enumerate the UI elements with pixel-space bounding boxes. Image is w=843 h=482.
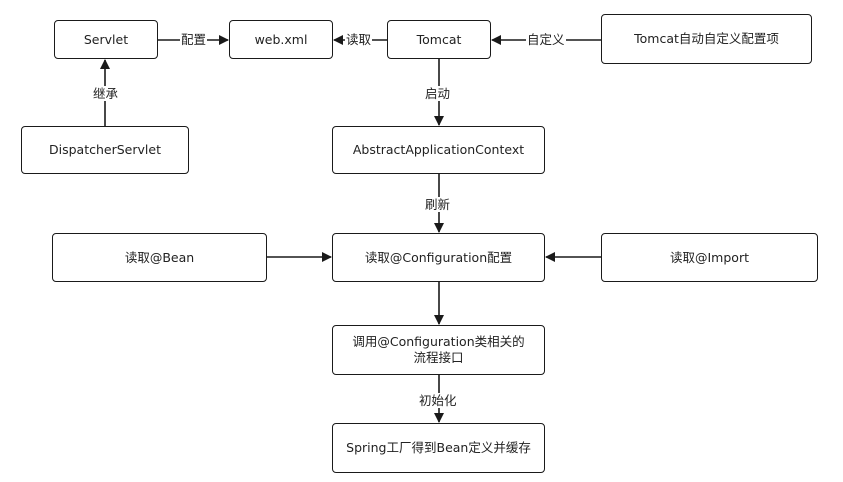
- node-tomcat: Tomcat: [387, 20, 491, 59]
- node-read-import-label: 读取@Import: [670, 249, 749, 265]
- node-read-configuration: 读取@Configuration配置: [332, 233, 545, 282]
- edge-label-inherit: 继承: [92, 86, 120, 101]
- node-spring-factory-label: Spring工厂得到Bean定义并缓存: [346, 440, 531, 455]
- edge-label-custom: 自定义: [526, 32, 566, 47]
- node-dispatcher-servlet-label: DispatcherServlet: [49, 142, 161, 157]
- edge-label-read: 读取: [345, 32, 373, 47]
- node-read-import: 读取@Import: [601, 233, 818, 282]
- node-dispatcher-servlet: DispatcherServlet: [21, 126, 189, 174]
- node-web-xml: web.xml: [229, 20, 333, 59]
- node-invoke-label-line2: 流程接口: [413, 350, 464, 365]
- edge-label-refresh: 刷新: [424, 197, 452, 212]
- node-tomcat-label: Tomcat: [416, 31, 462, 47]
- node-spring-factory: Spring工厂得到Bean定义并缓存: [332, 423, 545, 473]
- node-read-bean-label: 读取@Bean: [124, 249, 195, 265]
- node-abstract-application-context: AbstractApplicationContext: [332, 126, 545, 174]
- node-read-bean: 读取@Bean: [52, 233, 267, 282]
- node-invoke-configuration-process: 调用@Configuration类相关的 流程接口: [332, 325, 545, 375]
- node-tomcat-auto-config: Tomcat自动自定义配置项: [601, 14, 812, 64]
- node-abstract-application-context-label: AbstractApplicationContext: [352, 142, 525, 157]
- node-read-configuration-label: 读取@Configuration配置: [364, 249, 513, 265]
- node-tomcat-auto-config-label: Tomcat自动自定义配置项: [634, 31, 779, 46]
- node-servlet-label: Servlet: [83, 31, 129, 47]
- edge-label-initialize: 初始化: [418, 393, 458, 408]
- edge-label-start: 启动: [424, 86, 452, 101]
- node-servlet: Servlet: [54, 20, 158, 59]
- node-web-xml-label: web.xml: [254, 31, 308, 47]
- edge-label-config: 配置: [180, 32, 208, 47]
- node-invoke-label-line1: 调用@Configuration类相关的: [352, 334, 525, 349]
